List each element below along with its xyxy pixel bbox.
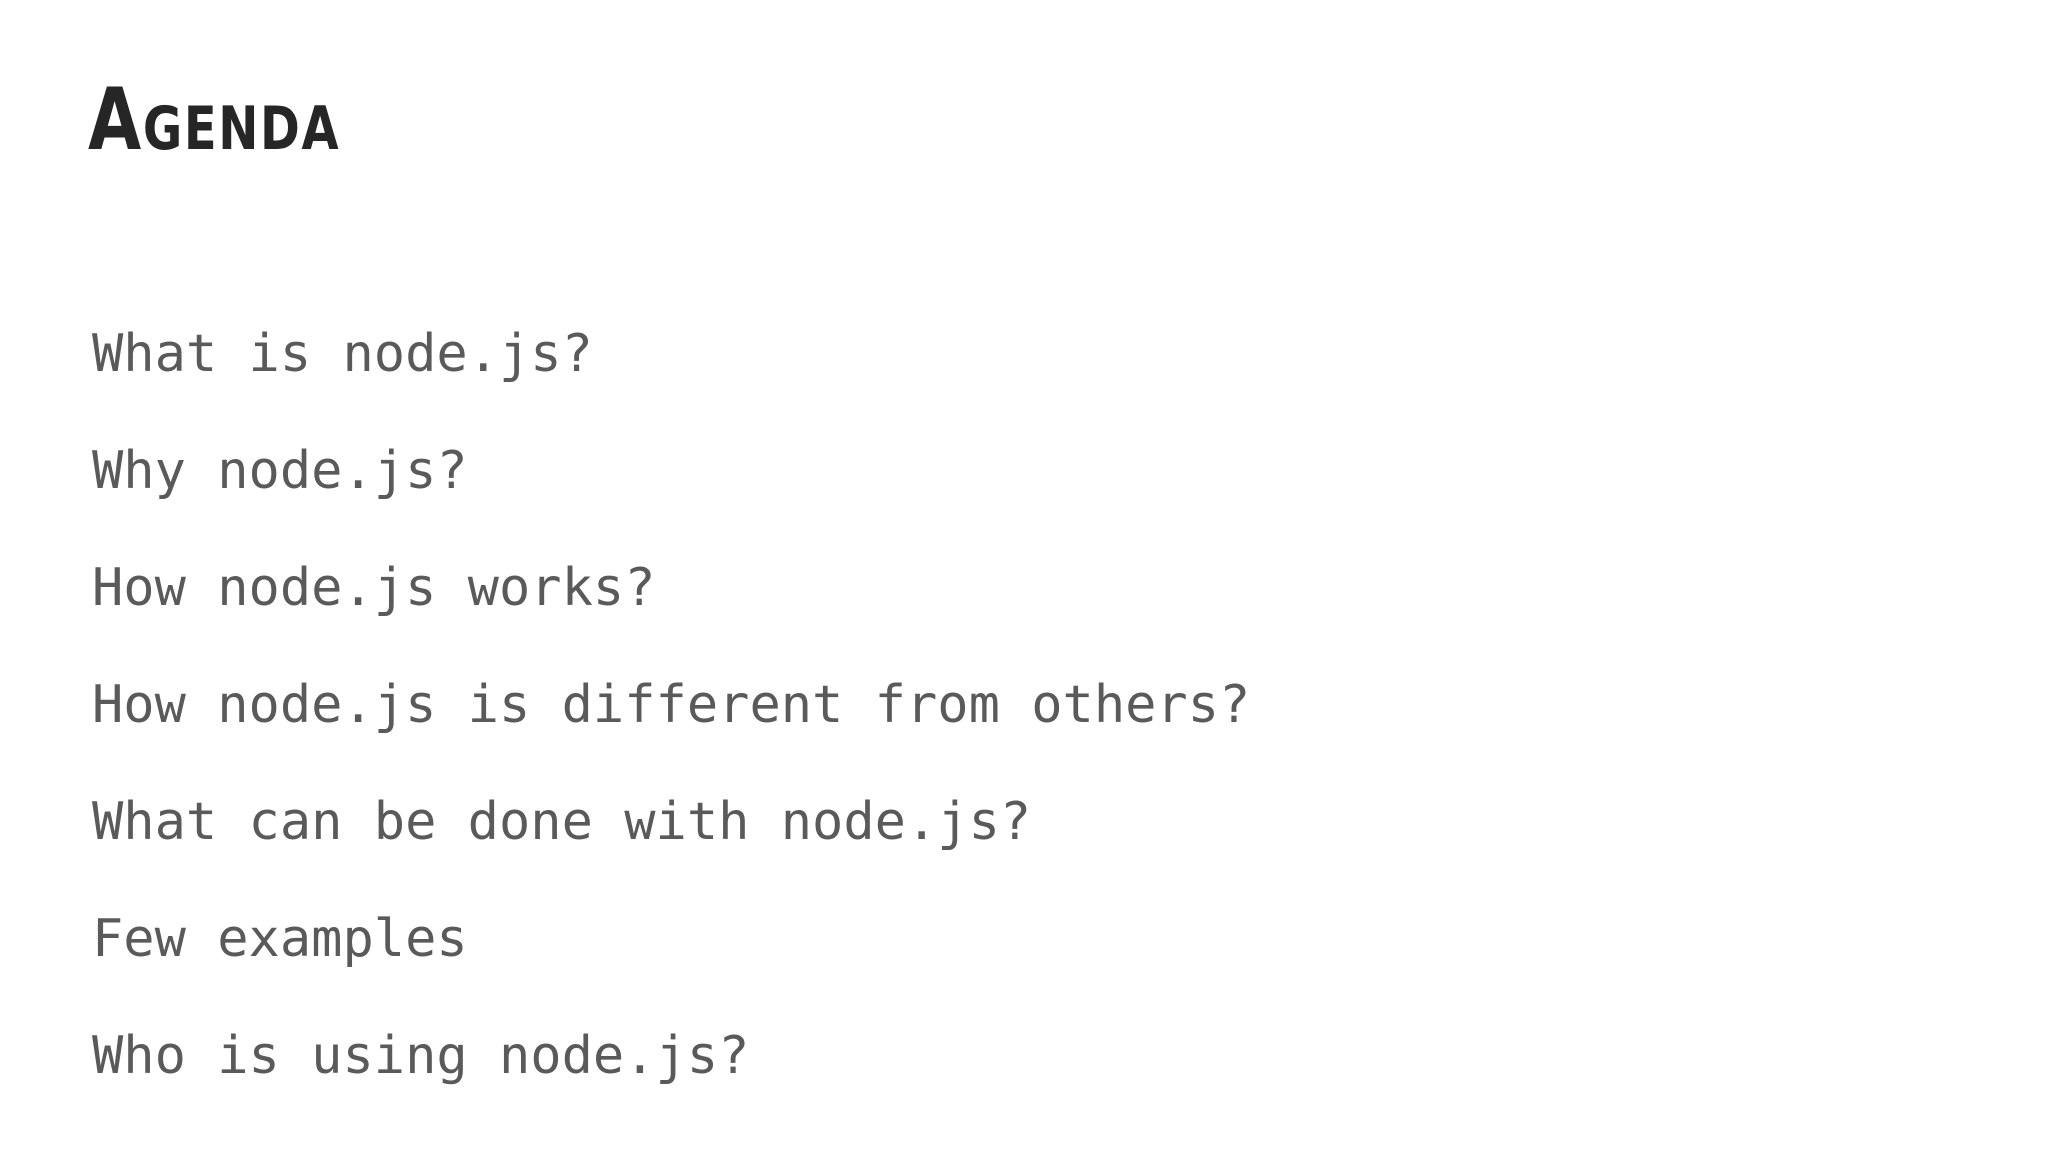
list-item: Few examples — [92, 909, 468, 969]
list-item: What can be done with node.js? — [92, 792, 1032, 852]
agenda-list: What is node.js? Why node.js? How node.j… — [92, 296, 1250, 1115]
list-item: What is node.js? — [92, 324, 593, 384]
page-title: Agenda — [88, 70, 341, 170]
list-item: Who is using node.js? — [92, 1026, 750, 1086]
list-item: How node.js is different from others? — [92, 675, 1251, 735]
list-item: Why node.js? — [92, 441, 468, 501]
list-item: How node.js works? — [92, 558, 656, 618]
